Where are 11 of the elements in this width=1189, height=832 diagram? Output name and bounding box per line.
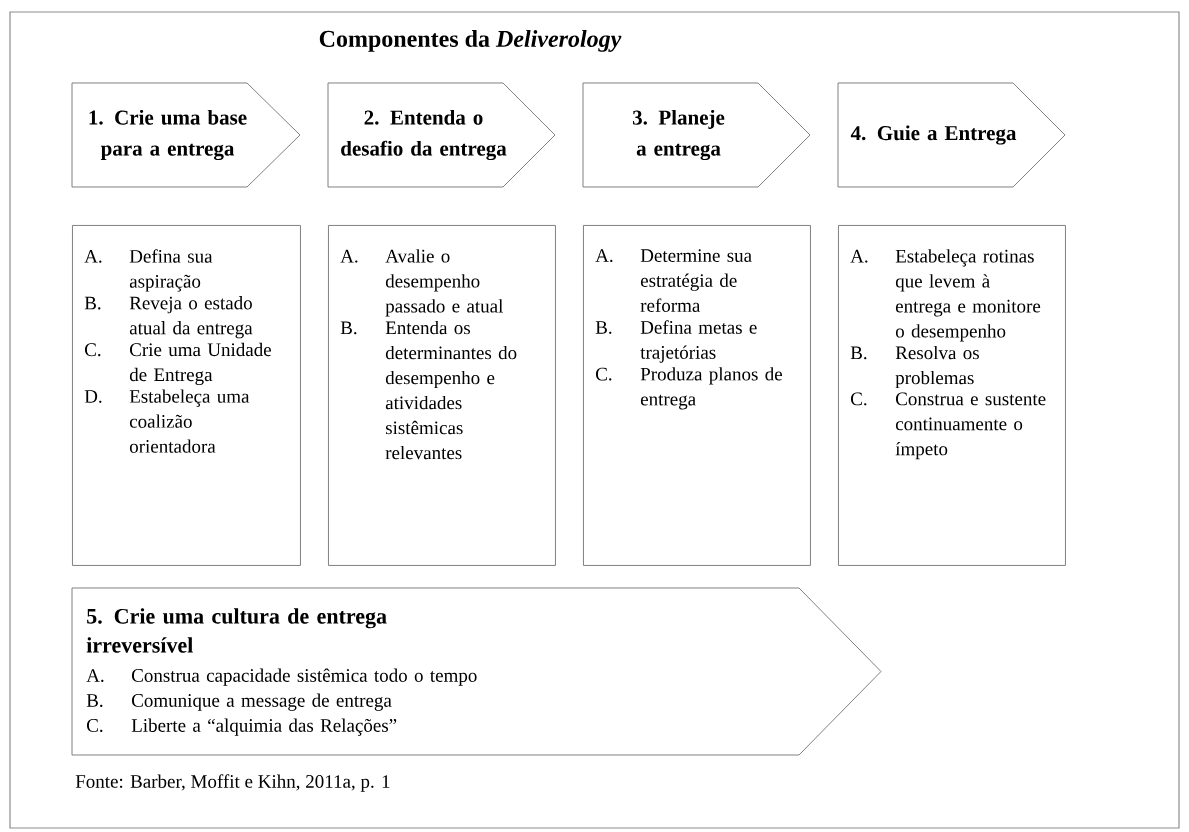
chevron-box: 1. Crie uma base para a entrega: [71, 82, 301, 188]
source-note: Fonte: Barber, Moffit e Kihn, 2011a, p. 1: [75, 774, 390, 792]
list-box: A. Determine sua estratégia de reforma B. Defina metas e trajetórias C. Produza planos de entrega: [583, 225, 811, 566]
chevron-box: 2. Entenda o desafio da entrega: [327, 82, 556, 188]
list-box: A. Defina sua aspiração B. Reveja o estado atual da entrega C. Crie uma Unidade de Entrega D. Estabeleça uma coalizão orientadora: [72, 225, 301, 566]
chevron-box: 4. Guie a Entrega: [837, 82, 1066, 188]
title: Componentes da Deliverology: [319, 30, 622, 52]
list-box: A. Avalie o desempenho passado e atual B. Entenda os determinantes do desempenho e atividades sistêmicas relevantes: [328, 225, 556, 566]
chevron-box: 5. Crie uma cultura de entrega irreversível A. Construa capacidade sistêmica todo o tempo B. Comunique a message de entrega C. Liberte a “alquimia das Relações”: [71, 587, 882, 756]
list-box: A. Estabeleça rotinas que levem à entrega e monitore o desempenho B. Resolva os problemas C. Construa e sustente continuamente o ímpeto: [838, 225, 1066, 566]
chevron-box: 3. Planeje a entrega: [582, 82, 811, 188]
